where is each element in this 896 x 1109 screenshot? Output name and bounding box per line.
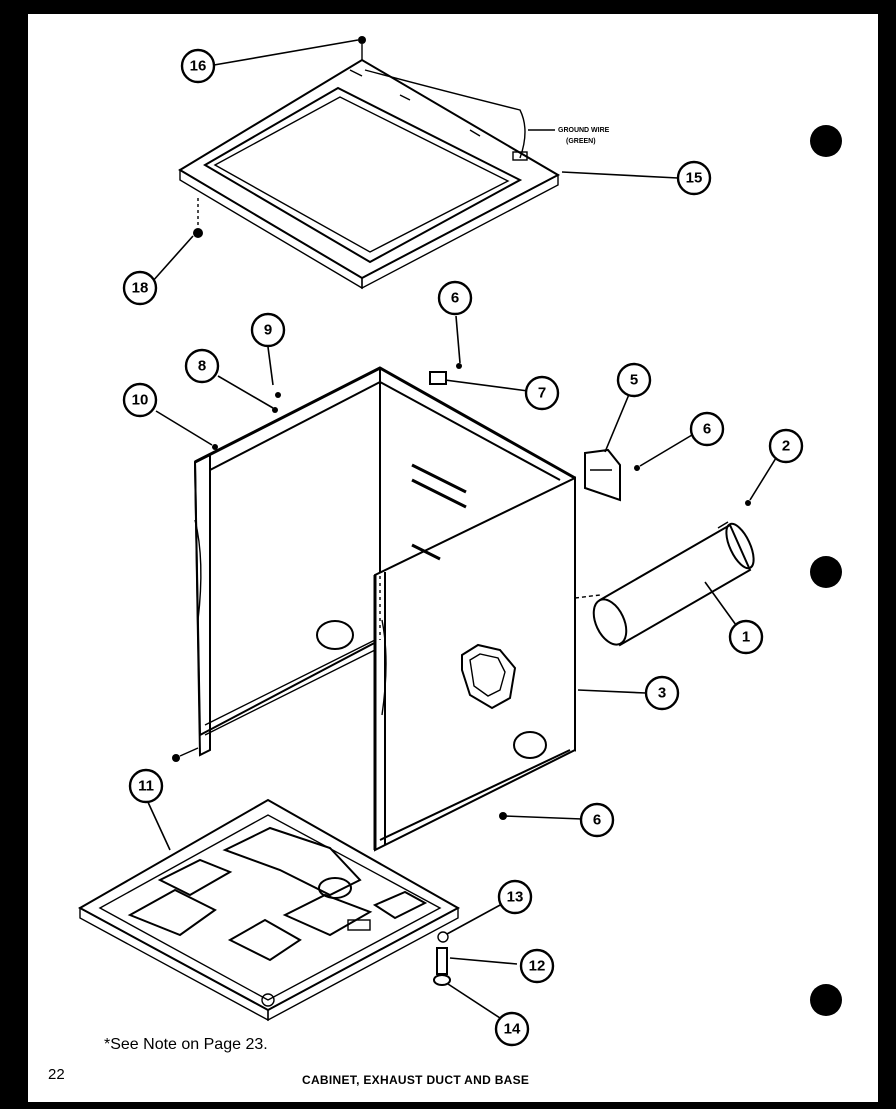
- svg-text:1: 1: [742, 629, 750, 646]
- callout-13: 13: [497, 879, 533, 915]
- exhaust-duct: [574, 500, 755, 647]
- callout-14: 14: [494, 1011, 530, 1047]
- svg-text:8: 8: [198, 358, 206, 375]
- callout-5: 5: [616, 362, 652, 398]
- svg-text:13: 13: [507, 889, 524, 906]
- svg-text:9: 9: [264, 322, 272, 339]
- callout-10: 10: [122, 382, 158, 418]
- callout-11: 11: [128, 768, 164, 804]
- vent-cover-panel: [584, 448, 621, 502]
- svg-text:10: 10: [132, 392, 149, 409]
- svg-text:15: 15: [686, 170, 703, 187]
- page-number: 22: [48, 1066, 65, 1083]
- callout-6-bottom: 6: [579, 802, 615, 838]
- svg-text:6: 6: [593, 812, 601, 829]
- base-pan: [77, 798, 461, 1022]
- callout-9: 9: [250, 312, 286, 348]
- svg-text:2: 2: [782, 438, 790, 455]
- svg-text:14: 14: [504, 1021, 521, 1038]
- svg-text:7: 7: [538, 385, 546, 402]
- top-panel: GROUND WIRE (GREEN): [178, 36, 610, 290]
- callout-6-right: 6: [689, 411, 725, 447]
- callout-2: 2: [768, 428, 804, 464]
- callout-16: 16: [180, 48, 216, 84]
- callout-3: 3: [644, 675, 680, 711]
- callout-1: 1: [728, 619, 764, 655]
- svg-text:11: 11: [138, 778, 154, 795]
- ground-wire-label: GROUND WIRE: [558, 127, 610, 134]
- callout-8: 8: [184, 348, 220, 384]
- svg-text:18: 18: [132, 280, 149, 297]
- svg-text:12: 12: [529, 958, 546, 975]
- svg-text:16: 16: [190, 58, 207, 75]
- figure-caption: CABINET, EXHAUST DUCT AND BASE: [302, 1073, 530, 1087]
- punch-hole: [810, 984, 842, 1016]
- leader-lines: [146, 39, 777, 1019]
- punch-hole: [810, 125, 842, 157]
- svg-text:6: 6: [703, 421, 711, 438]
- svg-text:6: 6: [451, 290, 459, 307]
- footnote: *See Note on Page 23.: [104, 1036, 268, 1053]
- svg-text:3: 3: [658, 685, 666, 702]
- cabinet: [172, 366, 576, 852]
- ground-wire-color-label: (GREEN): [566, 138, 596, 145]
- callout-18: 18: [122, 270, 158, 306]
- callout-6-top: 6: [437, 280, 473, 316]
- callout-12: 12: [519, 948, 555, 984]
- punch-hole: [810, 556, 842, 588]
- svg-text:5: 5: [630, 372, 638, 389]
- callout-15: 15: [676, 160, 712, 196]
- callout-7: 7: [524, 375, 560, 411]
